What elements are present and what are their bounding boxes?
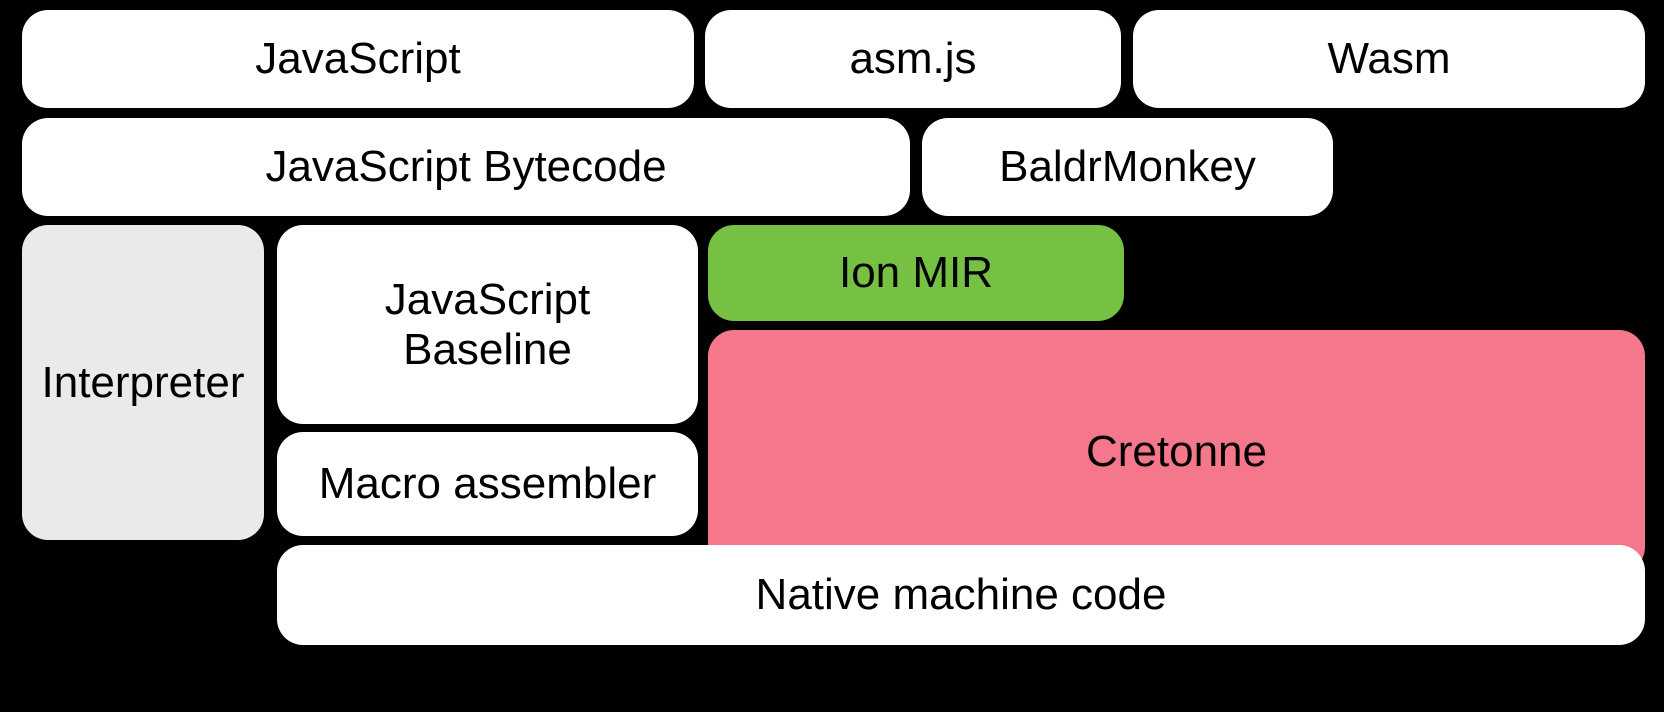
box-ion-mir: Ion MIR — [708, 225, 1124, 321]
box-javascript: JavaScript — [22, 10, 694, 108]
box-cretonne: Cretonne — [708, 330, 1645, 573]
box-native-machine-code: Native machine code — [277, 545, 1645, 645]
box-label-macro-assembler: Macro assembler — [318, 459, 657, 509]
box-label-javascript-bytecode: JavaScript Bytecode — [265, 142, 667, 192]
box-label-javascript: JavaScript — [255, 34, 461, 84]
box-javascript-baseline: JavaScript Baseline — [277, 225, 698, 424]
box-label-ion-mir: Ion MIR — [838, 248, 994, 298]
box-label-wasm: Wasm — [1327, 34, 1451, 84]
box-javascript-bytecode: JavaScript Bytecode — [22, 118, 910, 216]
box-label-asm-js: asm.js — [849, 34, 977, 84]
box-baldrmonkey: BaldrMonkey — [922, 118, 1333, 216]
box-macro-assembler: Macro assembler — [277, 432, 698, 536]
box-wasm: Wasm — [1133, 10, 1645, 108]
box-asm-js: asm.js — [705, 10, 1121, 108]
box-label-baldrmonkey: BaldrMonkey — [999, 142, 1256, 192]
box-label-javascript-baseline: JavaScript Baseline — [384, 275, 591, 374]
box-interpreter: Interpreter — [22, 225, 264, 540]
box-label-interpreter: Interpreter — [41, 357, 245, 407]
box-label-native-machine-code: Native machine code — [755, 570, 1167, 620]
box-label-cretonne: Cretonne — [1085, 426, 1267, 476]
